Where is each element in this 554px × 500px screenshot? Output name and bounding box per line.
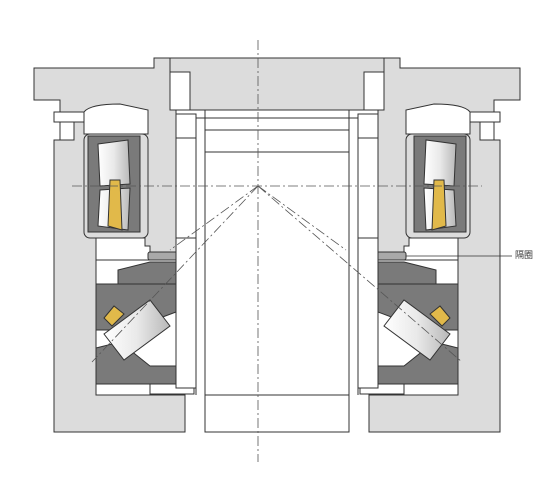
seals [175,113,379,139]
seal-right [357,113,379,139]
seal-details [53,111,501,141]
contact-line-right-outer [257,185,463,363]
shaft-sleeves [175,237,379,389]
shaft-body [204,109,350,433]
upper-bearing-right [405,103,471,239]
upper-housing-cap-right [405,103,471,135]
cage-accent-right [431,179,447,231]
top-collar [169,57,385,111]
lower-washer-left [149,383,195,395]
lower-washer-right [359,383,405,395]
lower-roller-left [103,299,171,361]
upper-roller-left-top [97,139,131,187]
lower-bearing-left [95,259,195,396]
lower-bearing-right [359,259,459,396]
shaft-bore-step [204,394,350,433]
contact-line-right-inner [257,185,347,251]
upper-housing-cap-left [83,103,149,135]
upper-bearing-left [83,103,149,239]
contact-line-left-inner [169,185,259,251]
lower-cage-accent-right [429,305,451,327]
cage-accent-left [107,179,123,231]
contact-line-left-outer [91,185,259,363]
lower-cage-accent-left [103,305,125,327]
shaft [204,109,350,433]
centerlines [72,40,482,462]
seal-left [175,113,197,139]
lower-roller-right [383,299,451,361]
upper-roller-right-top [423,139,457,187]
spacer-callout-label: 隔圈 [515,251,534,261]
